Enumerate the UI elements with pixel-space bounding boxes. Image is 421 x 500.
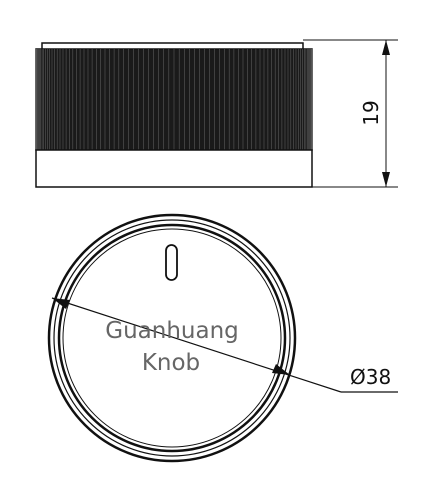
- slot-indicator: [165, 244, 178, 281]
- face-edge: [62, 228, 282, 448]
- outer-rim: [47, 213, 297, 463]
- height-dimension: 19: [303, 39, 398, 188]
- height-dimension-label: 19: [359, 100, 383, 125]
- side-view: 19: [35, 39, 398, 188]
- diameter-dimension: Ø38: [51, 297, 398, 393]
- side-view-top-cap: [41, 42, 304, 49]
- top-view: Ø38 Guanhuang Knob: [47, 213, 398, 463]
- inner-rim: [57, 223, 287, 453]
- watermark-line-1: Guanhuang: [105, 318, 239, 344]
- watermark-line-2: Knob: [142, 350, 200, 376]
- rim-edge: [53, 219, 291, 457]
- knurl-lines: [35, 49, 313, 150]
- side-view-base: [35, 149, 313, 188]
- diameter-dimension-label: Ø38: [350, 365, 391, 389]
